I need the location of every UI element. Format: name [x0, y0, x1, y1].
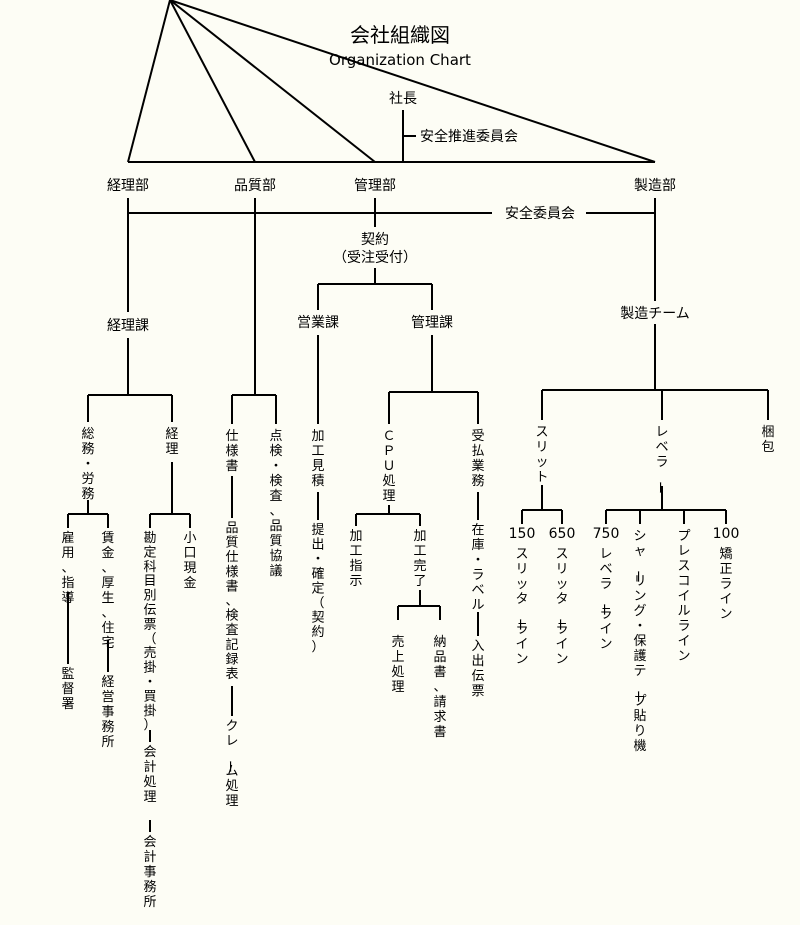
node-slit650-line: スリッターライン: [551, 547, 568, 667]
node-general-affairs: 総務・労務: [81, 427, 94, 502]
node-slit650-number: 650: [549, 526, 576, 542]
node-management-section: 管理課: [411, 315, 453, 331]
node-estimate: 加工見積: [311, 429, 324, 489]
node-press-coil-line: プレスコイルライン: [677, 529, 690, 664]
node-receipt: 受払業務: [471, 429, 484, 489]
node-sales-process: 売上処理: [391, 634, 404, 695]
node-leveler: レベラー: [651, 425, 668, 494]
connector-line: [169, 0, 376, 163]
node-employment: 雇用、指導: [61, 530, 74, 606]
node-accounting-office: 会計事務所: [143, 835, 156, 910]
node-slit150-line: スリッターライン: [511, 547, 528, 667]
node-supervision: 監督署: [61, 666, 74, 712]
node-process-done: 加工完了: [413, 529, 426, 589]
node-management-dept: 管理部: [354, 178, 396, 194]
node-delivery: 納品書、請求書: [433, 635, 446, 740]
node-safety-committee: 安全委員会: [505, 205, 575, 222]
node-stock: 在庫・ラベル: [471, 523, 484, 613]
node-leveler750-number: 750: [593, 526, 620, 542]
node-contract-sub: （受注受付）: [333, 250, 417, 266]
node-process-instruction: 加工指示: [349, 529, 362, 589]
node-labels: 会社組織図Organization Chart社長安全推進委員会経理部品質部管理…: [61, 23, 774, 910]
node-labor-office: 経営事務所: [101, 675, 114, 750]
node-packing: 梱包: [761, 425, 774, 455]
node-manufacturing-team: 製造チーム: [620, 306, 690, 322]
chart-subtitle: Organization Chart: [329, 51, 471, 69]
connector-line: [127, 0, 171, 163]
node-quality-dept: 品質部: [234, 178, 276, 194]
node-manufacturing-dept: 製造部: [634, 178, 676, 194]
node-accounting-process: 会計処理: [143, 745, 156, 805]
node-accounting-section: 経理課: [107, 318, 149, 334]
node-slit: スリット: [535, 425, 548, 485]
node-wages: 賃金、厚生、住宅: [101, 531, 114, 651]
node-shearing: シャーリング・保護テープ貼り機: [629, 529, 646, 754]
node-quality-spec: 品質仕様書、検査記録表: [225, 521, 238, 682]
node-claims: クレーム処理: [221, 719, 238, 809]
node-sales-section: 営業課: [297, 315, 339, 331]
node-proposal: 提出・確定（契約）: [311, 522, 324, 655]
node-inspection: 点検・検査、品質協議: [269, 429, 282, 579]
node-cpu-process: ＣＰＵ処理: [382, 429, 395, 504]
node-president: 社長: [389, 91, 417, 107]
node-inout-slip: 入出伝票: [471, 639, 484, 699]
node-ledger: 勘定科目別伝票（売掛・買掛）: [143, 531, 156, 733]
node-spec-book: 仕様書: [225, 429, 238, 474]
node-accounting: 経理: [165, 427, 178, 457]
chart-title: 会社組織図: [350, 23, 450, 47]
node-leveler750-line: レベラーライン: [595, 547, 612, 652]
connector-line: [169, 0, 656, 163]
node-contract: 契約: [361, 232, 389, 248]
node-accounting-dept: 経理部: [107, 178, 149, 194]
node-straightening100-line: 矯正ライン: [719, 547, 732, 622]
connector-lines: [67, 0, 769, 832]
node-slit150-number: 150: [509, 526, 536, 542]
node-straightening100-number: 100: [713, 526, 740, 542]
connector-line: [169, 0, 256, 163]
node-petty-cash: 小口現金: [183, 531, 196, 591]
node-safety-promotion-committee: 安全推進委員会: [420, 128, 518, 145]
